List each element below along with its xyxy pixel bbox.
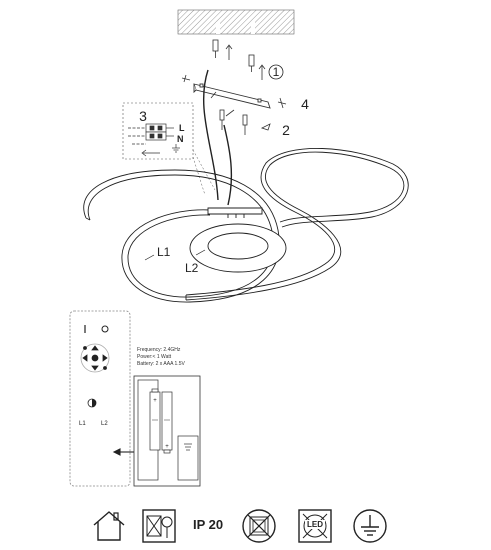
screws [219, 109, 248, 135]
spec-frequency: Frequency: 2.4GHz [137, 347, 181, 353]
step-2: 2 [282, 122, 290, 138]
step-3-label: 3 [139, 108, 147, 124]
led-label: LED [305, 520, 325, 529]
step-1-label: 1 [273, 65, 280, 79]
earth-symbol [172, 144, 180, 153]
terminal-neutral: N [177, 134, 184, 144]
battery-compartment: + + [133, 375, 201, 487]
night-mode-button [87, 398, 97, 408]
svg-text:+: + [165, 444, 169, 450]
label-l2-text: L2 [185, 261, 199, 275]
wiring-detail: 3 L N [122, 102, 194, 160]
battery-1 [149, 388, 161, 451]
power-cable [202, 69, 219, 201]
terminal-live: L [179, 123, 185, 133]
indoor-use-icon [93, 511, 125, 541]
step-2-label: 2 [282, 122, 290, 138]
ip20-icon: IP 20 [193, 508, 227, 542]
detail-leader [192, 149, 216, 196]
ip20-label: IP 20 [193, 517, 224, 532]
battery-2 [161, 391, 173, 454]
lamp-cable [223, 124, 233, 206]
protective-earth-icon [353, 509, 387, 543]
remote-arrow [112, 448, 134, 456]
step-4-label: 4 [301, 96, 309, 112]
remote-button-l1: L1 [79, 421, 86, 427]
insert-arrow [132, 143, 160, 157]
remote-control: L1 L2 [69, 310, 131, 487]
step-4: 4 [301, 96, 309, 112]
dpad [80, 343, 110, 373]
spec-battery: Battery: 2 x AAA 1.5V [137, 361, 185, 367]
label-l1-text: L1 [157, 245, 171, 259]
power-off-button [101, 325, 109, 333]
svg-text:+: + [153, 398, 157, 404]
wall-plugs [212, 39, 266, 80]
battery-cover [177, 435, 199, 481]
terminal-block [128, 123, 174, 141]
no-insulation-cover-icon [242, 509, 276, 543]
spec-power: Power:< 1 Watt [137, 354, 172, 360]
lamp-canopy-l2 [189, 207, 287, 273]
ceiling [177, 9, 295, 35]
no-dimmer-icon [142, 509, 176, 543]
label-l1: L1 [144, 245, 171, 261]
step-1: 1 [268, 64, 284, 80]
led-not-replaceable-icon: LED [297, 508, 333, 544]
label-l2: L2 [185, 249, 206, 275]
small-bolts [181, 74, 287, 131]
remote-button-l2: L2 [101, 421, 108, 427]
lamp-loop [185, 148, 409, 301]
mounting-bracket [193, 83, 271, 109]
